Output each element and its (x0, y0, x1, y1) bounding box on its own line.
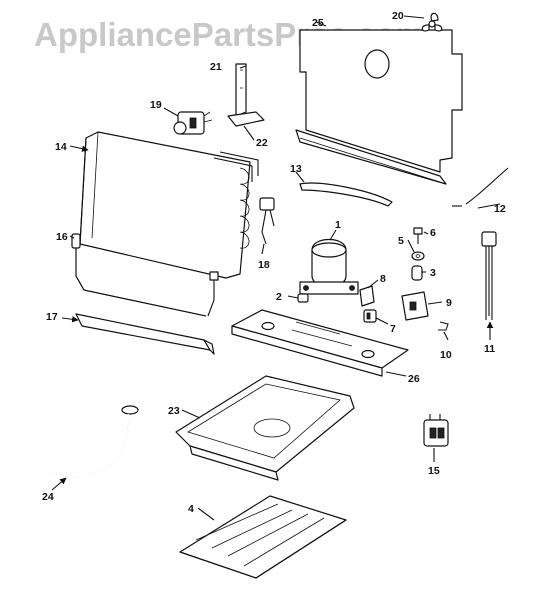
part-overload (359, 285, 375, 307)
callout-19: 19 (150, 99, 162, 111)
callout-5: 5 (398, 235, 404, 247)
part-bracket (227, 63, 265, 127)
callout-25: 25 (312, 17, 324, 29)
part-switch (423, 414, 449, 447)
callout-3: 3 (430, 267, 436, 279)
callout-24: 24 (42, 491, 54, 503)
part-back-panel (295, 29, 463, 185)
part-base-pan (231, 309, 409, 377)
part-heater-grid (179, 495, 347, 579)
callout-20: 20 (392, 10, 404, 22)
callout-13: 13 (290, 163, 302, 175)
callout-17: 17 (46, 311, 58, 323)
part-grommet (297, 293, 309, 303)
callout-21: 21 (210, 61, 222, 73)
callout-1: 1 (335, 219, 341, 231)
part-thermostat-probe (259, 197, 275, 245)
part-hose-16 (71, 233, 219, 317)
callout-9: 9 (446, 297, 452, 309)
callout-4: 4 (188, 503, 194, 515)
callout-26: 26 (408, 373, 420, 385)
part-drain-tube (452, 167, 509, 207)
part-washer (411, 251, 425, 261)
callout-6: 6 (430, 227, 436, 239)
callout-22: 22 (256, 137, 268, 149)
part-condenser (79, 131, 259, 279)
leader-lines (51, 15, 501, 521)
part-capillary (299, 182, 393, 207)
callout-2: 2 (276, 291, 282, 303)
part-compressor (299, 238, 359, 295)
callout-labels: 1 2 3 4 5 6 7 8 9 10 11 12 13 14 15 16 1… (42, 10, 506, 515)
part-rail-17 (75, 313, 215, 355)
part-spacer (411, 265, 423, 281)
callout-7: 7 (390, 323, 396, 335)
callout-11: 11 (484, 343, 495, 355)
part-harness (481, 231, 497, 320)
callout-23: 23 (168, 405, 180, 417)
part-hose-24 (19, 405, 139, 478)
callout-8: 8 (380, 273, 386, 285)
part-relay (173, 111, 213, 135)
part-relay-box (401, 291, 429, 321)
part-drain-pan (175, 375, 355, 481)
callout-14: 14 (55, 141, 67, 153)
part-clip (438, 321, 449, 331)
part-screw (413, 227, 423, 244)
callout-12: 12 (494, 203, 506, 215)
callout-10: 10 (440, 349, 452, 361)
callout-18: 18 (258, 259, 270, 271)
part-start-relay (363, 309, 377, 323)
callout-16: 16 (56, 231, 68, 243)
part-fan-blade (421, 12, 443, 32)
callout-15: 15 (428, 465, 440, 477)
